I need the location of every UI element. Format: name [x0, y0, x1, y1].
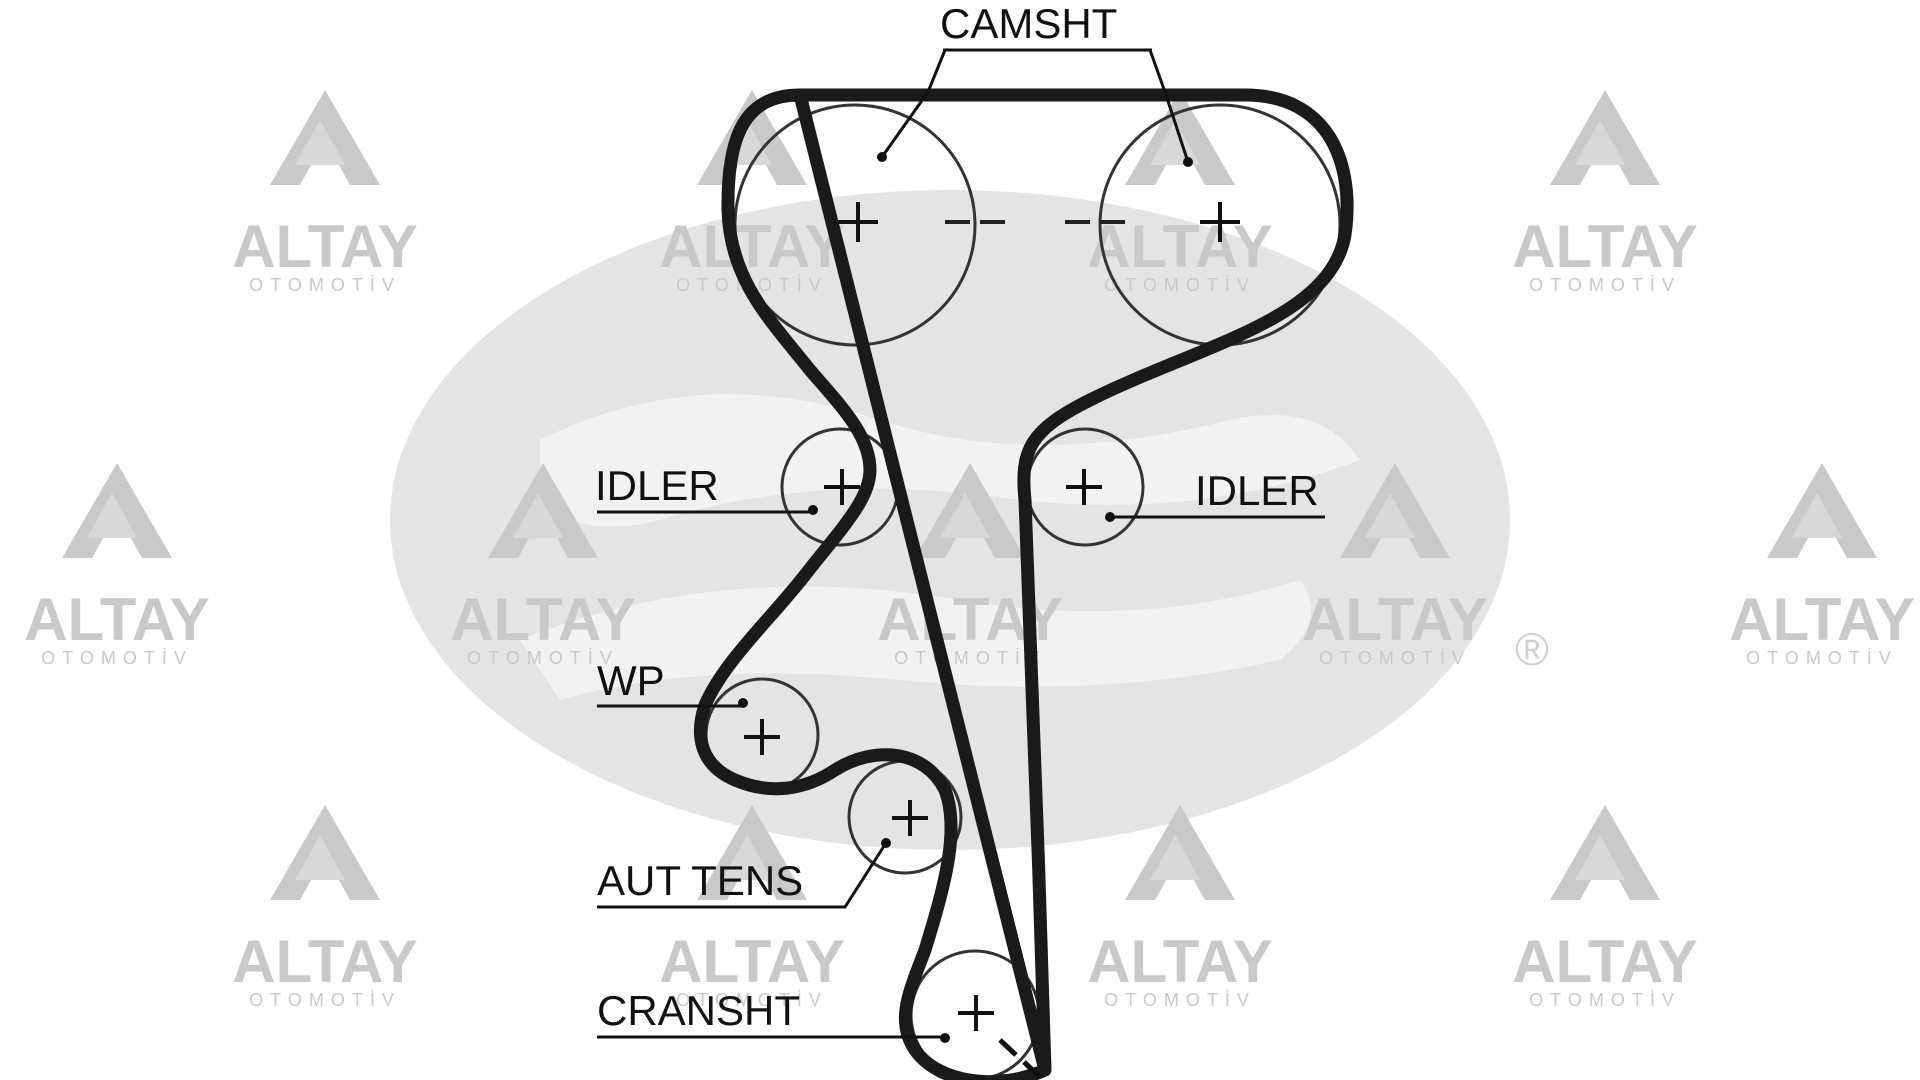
watermark-8: ALTAY OTOMOTİV	[1302, 463, 1488, 668]
watermark-brand: ALTAY	[1512, 928, 1698, 995]
auto-tensioner-label: AUT TENS	[597, 857, 803, 904]
watermark-brand: ALTAY	[1302, 586, 1488, 653]
watermark-brand: ALTAY	[1087, 213, 1273, 280]
watermark-tagline: OTOMOTİV	[894, 648, 1046, 668]
watermark-brand: ALTAY	[232, 928, 418, 995]
camshaft-left-cross	[838, 202, 878, 242]
timing-belt	[693, 88, 1354, 1080]
crankshaft-label: CRANSHT	[597, 987, 800, 1034]
watermark-brand: ALTAY	[1087, 928, 1273, 995]
auto-tensioner-label-group: AUT TENS	[597, 842, 888, 909]
idler-right-label: IDLER	[1195, 467, 1319, 514]
watermark-1: ALTAY OTOMOTİV	[232, 90, 418, 295]
watermark-brand: ALTAY	[232, 213, 418, 280]
watermark-9: ALTAY OTOMOTİV	[1729, 463, 1915, 668]
water-pump-cross	[744, 719, 780, 755]
idler-left-label: IDLER	[595, 462, 719, 509]
watermark-2: ALTAY OTOMOTİV	[659, 90, 845, 295]
idler-left-cross	[824, 469, 860, 505]
camshaft-label: CAMSHT	[940, 0, 1117, 47]
watermark-13: ALTAY OTOMOTİV	[1512, 805, 1698, 1010]
background-logo-swash	[540, 394, 1360, 527]
watermark-tagline: OTOMOTİV	[676, 990, 828, 1010]
crankshaft-cross	[958, 995, 994, 1031]
watermark-10: ALTAY OTOMOTİV	[232, 805, 418, 1010]
watermark-tagline: OTOMOTİV	[249, 990, 401, 1010]
pulley-centres	[744, 202, 1240, 1031]
watermark-tagline: OTOMOTİV	[41, 648, 193, 668]
watermark-tagline: OTOMOTİV	[249, 275, 401, 295]
idler-right-label-group: IDLER	[1110, 467, 1325, 519]
watermark-brand: ALTAY	[1512, 213, 1698, 280]
watermark-4: ALTAY OTOMOTİV	[1512, 90, 1698, 295]
auto-tensioner-cross	[892, 800, 928, 836]
watermark-3: ALTAY OTOMOTİV	[1087, 90, 1273, 295]
registered-mark: ®	[1515, 623, 1549, 675]
watermark-tagline: OTOMOTİV	[1319, 648, 1471, 668]
watermark-6: ALTAY OTOMOTİV	[450, 463, 636, 668]
watermark-12: ALTAY OTOMOTİV	[1087, 805, 1273, 1010]
watermark-tagline: OTOMOTİV	[1529, 275, 1681, 295]
watermark-brand: ALTAY	[1729, 586, 1915, 653]
watermark-brand: ALTAY	[450, 586, 636, 653]
watermark-brand: ALTAY	[659, 213, 845, 280]
crankshaft-dash-marks	[998, 1038, 1042, 1079]
camshaft-label-group: CAMSHT	[880, 0, 1190, 163]
watermark-tagline: OTOMOTİV	[1529, 990, 1681, 1010]
watermark-tagline: OTOMOTİV	[1104, 275, 1256, 295]
watermark-brand: ALTAY	[24, 586, 210, 653]
water-pump-label-group: WP	[597, 657, 745, 708]
watermark-5: ALTAY OTOMOTİV	[24, 463, 210, 668]
idler-left-label-group: IDLER	[595, 462, 815, 514]
watermark-tagline: OTOMOTİV	[1746, 648, 1898, 668]
watermark-brand: ALTAY	[659, 928, 845, 995]
camshaft-right-cross	[1200, 202, 1240, 242]
watermark-tagline: OTOMOTİV	[1104, 990, 1256, 1010]
crankshaft-label-group: CRANSHT	[597, 987, 945, 1039]
watermark-tagline: OTOMOTİV	[467, 648, 619, 668]
watermark-11: ALTAY OTOMOTİV	[659, 805, 845, 1010]
water-pump-label: WP	[597, 657, 665, 704]
idler-right-cross	[1066, 469, 1102, 505]
